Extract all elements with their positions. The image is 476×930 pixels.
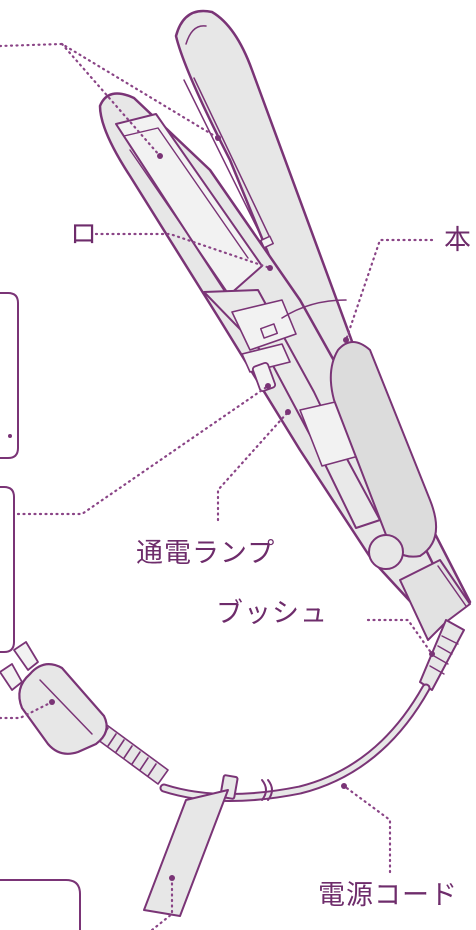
leader-plug (0, 700, 54, 720)
leader-lamp (216, 410, 290, 522)
label-cord: 電源コード (318, 880, 458, 911)
leader-bush (366, 618, 434, 656)
stand-tab (143, 789, 229, 917)
label-fragment-left: ロ (70, 219, 97, 250)
label-lamp: 通電ランプ (136, 538, 276, 569)
label-bush: ブッシュ (216, 598, 328, 629)
leader-main (344, 238, 434, 342)
leader-tab (150, 876, 174, 930)
hinge-rod-2 (193, 77, 273, 243)
plug-body (18, 663, 108, 755)
hinge-cap (368, 534, 404, 570)
leader-fragment (94, 232, 272, 270)
leader-cord (342, 784, 392, 874)
hinge-rod (183, 79, 267, 247)
grip-oval (329, 341, 437, 558)
plug-prong-1 (13, 641, 39, 671)
callout-box-1-dot (8, 434, 12, 438)
plug-prong-2 (0, 663, 23, 691)
leader-box1 (16, 384, 270, 516)
back-arm-inner (185, 25, 207, 45)
label-main-body: 本 (444, 225, 472, 256)
callout-box-2 (0, 486, 15, 653)
handle-end (399, 559, 471, 641)
callout-box-1 (0, 292, 19, 459)
callout-box-3 (0, 879, 81, 930)
bush (419, 619, 465, 691)
